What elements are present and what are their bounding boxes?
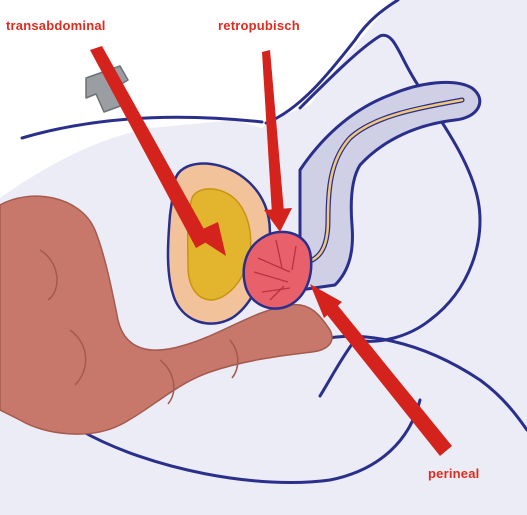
label-retropubisch: retropubisch (218, 18, 300, 33)
label-perineal: perineal (428, 466, 479, 481)
label-transabdominal: transabdominal (6, 18, 106, 33)
prostate (244, 232, 311, 309)
